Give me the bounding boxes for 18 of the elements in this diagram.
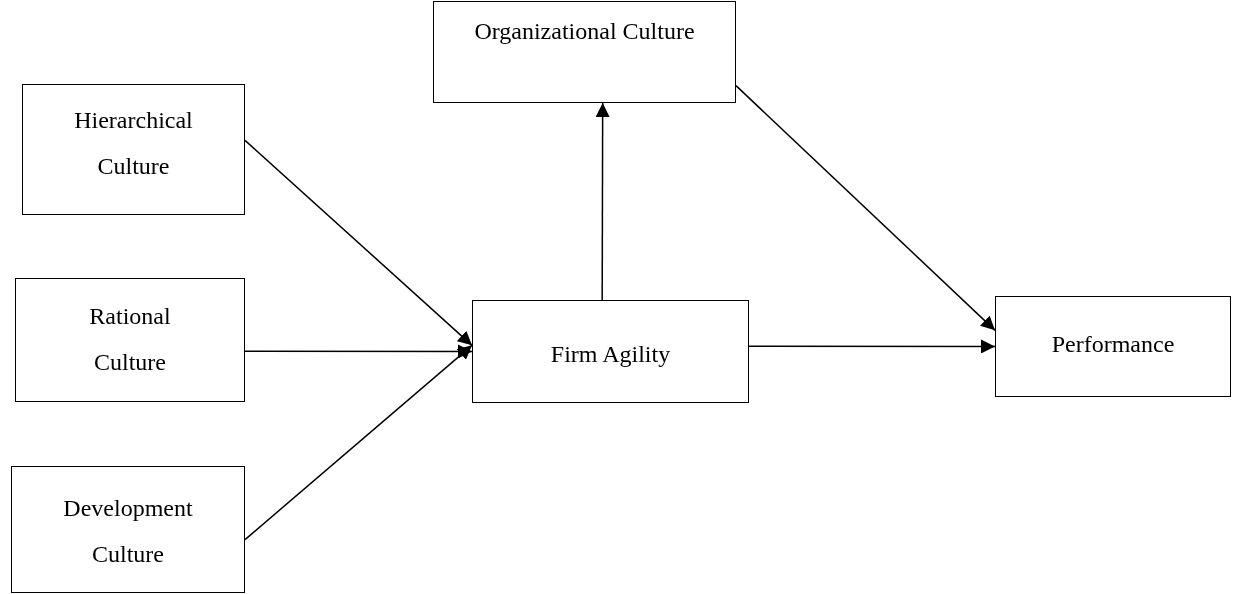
box-label: Hierarchical Culture	[73, 106, 194, 181]
arrow	[595, 102, 610, 301]
arrow	[244, 139, 473, 347]
arrow	[748, 339, 996, 354]
box-label: Firm Agility	[550, 340, 671, 369]
concept-box	[15, 278, 245, 402]
box-label: Organizational Culture	[474, 17, 695, 46]
box-label: Rational Culture	[88, 302, 172, 377]
concept-box	[472, 300, 749, 403]
box-label: Development Culture	[62, 494, 194, 569]
concept-box	[433, 1, 736, 103]
concept-box	[995, 296, 1231, 397]
concept-box	[11, 466, 245, 593]
arrow	[244, 344, 473, 541]
concept-box	[22, 84, 245, 215]
box-label: Performance	[1051, 330, 1175, 359]
arrow	[735, 84, 996, 332]
arrow	[244, 344, 473, 359]
